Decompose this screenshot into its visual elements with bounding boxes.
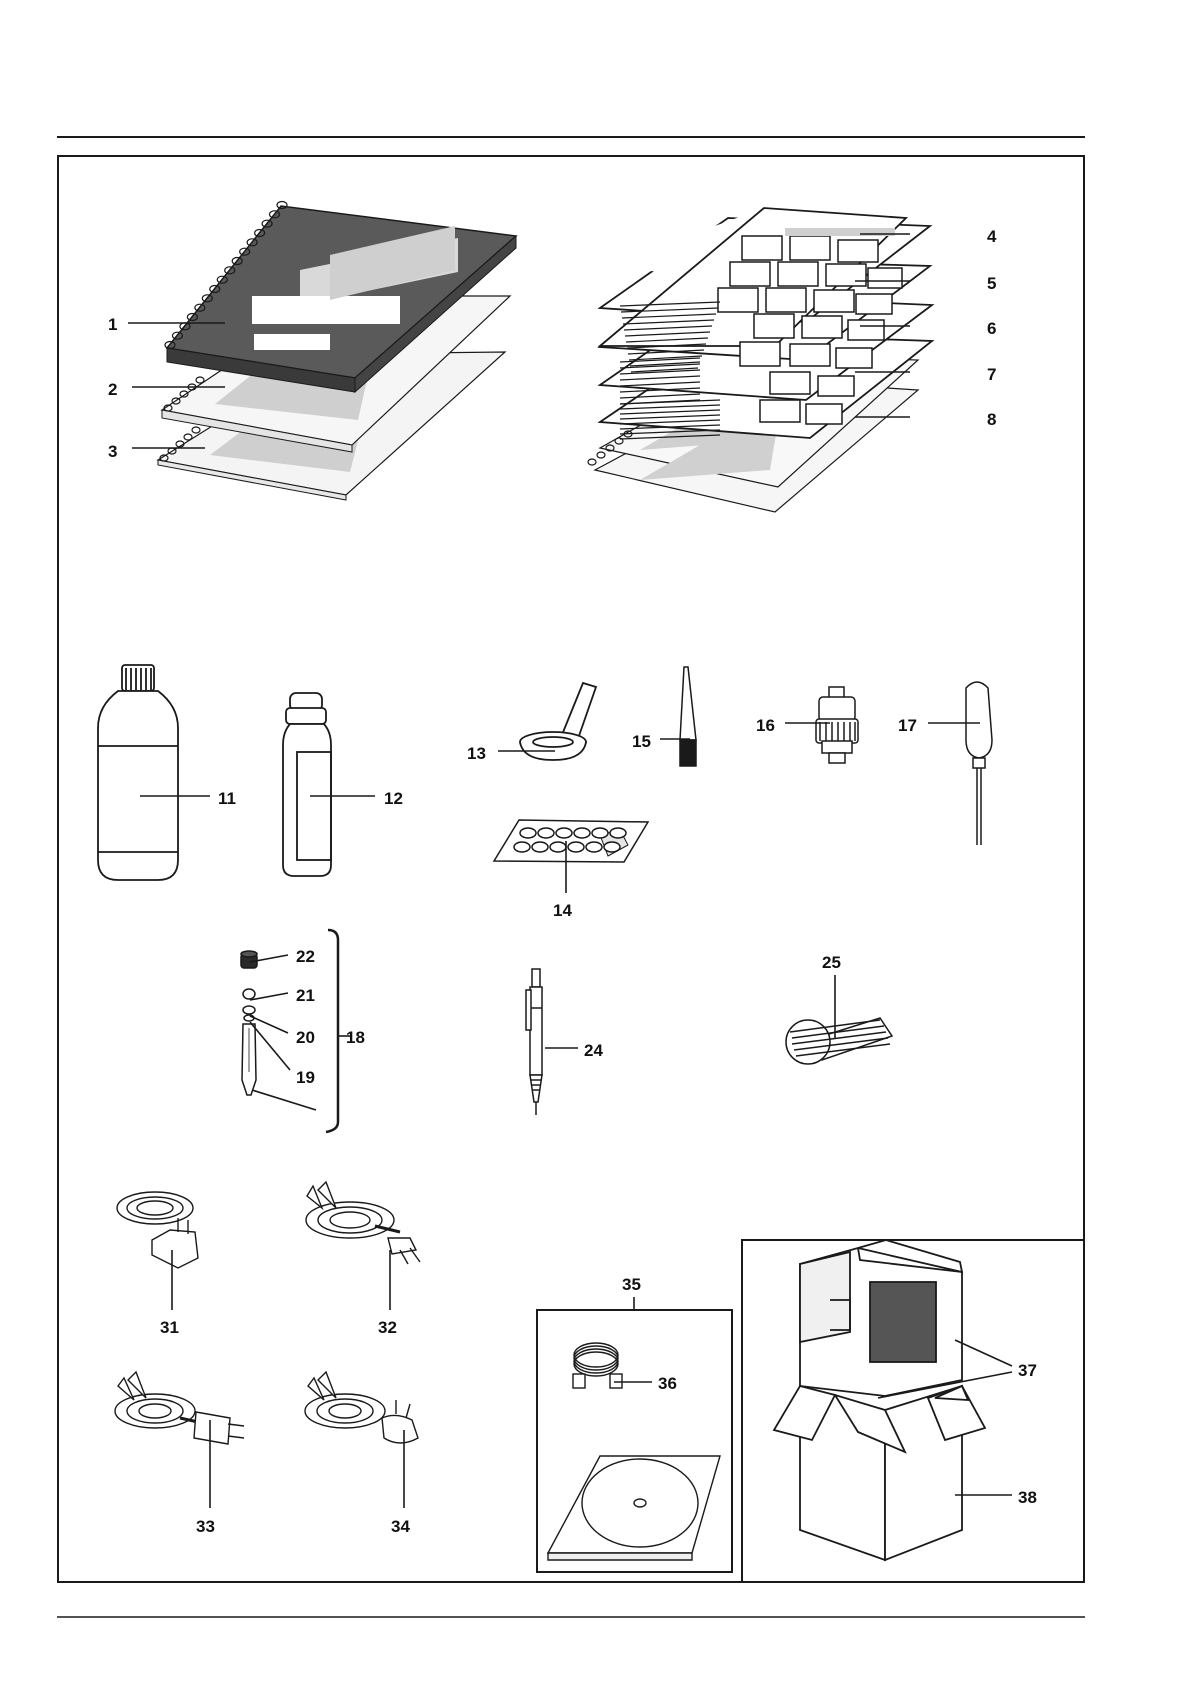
label-20: 20 [296, 1028, 315, 1047]
software-cd [548, 1456, 720, 1560]
label-18: 18 [346, 1028, 365, 1047]
label-14: 14 [553, 901, 572, 920]
label-35: 35 [622, 1275, 641, 1294]
label-4: 4 [987, 227, 997, 246]
label-32: 32 [378, 1318, 397, 1337]
label-1: 1 [108, 315, 117, 334]
label-5: 5 [987, 274, 996, 293]
manual-stack-left [158, 206, 516, 500]
label-3: 3 [108, 442, 117, 461]
label-12: 12 [384, 789, 403, 808]
coupling-fitting [816, 687, 858, 763]
label-21: 21 [296, 986, 315, 1005]
label-24: 24 [584, 1041, 603, 1060]
label-33: 33 [196, 1517, 215, 1536]
label-6: 6 [987, 319, 996, 338]
measuring-spoon [520, 683, 596, 760]
label-22: 22 [296, 947, 315, 966]
label-38: 38 [1018, 1488, 1037, 1507]
label-25: 25 [822, 953, 841, 972]
tablet-blister [494, 820, 648, 862]
mechanical-pencil [526, 969, 542, 1115]
probe-rod [680, 667, 696, 766]
label-31: 31 [160, 1318, 179, 1337]
bottle-large [98, 665, 178, 880]
label-37: 37 [1018, 1361, 1037, 1380]
label-16: 16 [756, 716, 775, 735]
label-19: 19 [296, 1068, 315, 1087]
power-cord-34 [305, 1372, 418, 1443]
power-cord-31 [117, 1192, 198, 1268]
label-36: 36 [658, 1374, 677, 1393]
label-11: 11 [218, 789, 236, 808]
packing-box [774, 1240, 985, 1560]
label-17: 17 [898, 716, 917, 735]
pen-parts [241, 951, 257, 1095]
screwdriver [966, 682, 992, 845]
label-7: 7 [987, 365, 996, 384]
label-34: 34 [391, 1517, 410, 1536]
label-13: 13 [467, 744, 486, 763]
label-15: 15 [632, 732, 651, 751]
label-2: 2 [108, 380, 117, 399]
group-bracket-18 [326, 930, 338, 1132]
power-cord-33 [115, 1372, 244, 1444]
label-8: 8 [987, 410, 996, 429]
pencil-leads [786, 1018, 892, 1064]
power-cord-32 [306, 1182, 420, 1264]
bottle-small [283, 693, 331, 876]
